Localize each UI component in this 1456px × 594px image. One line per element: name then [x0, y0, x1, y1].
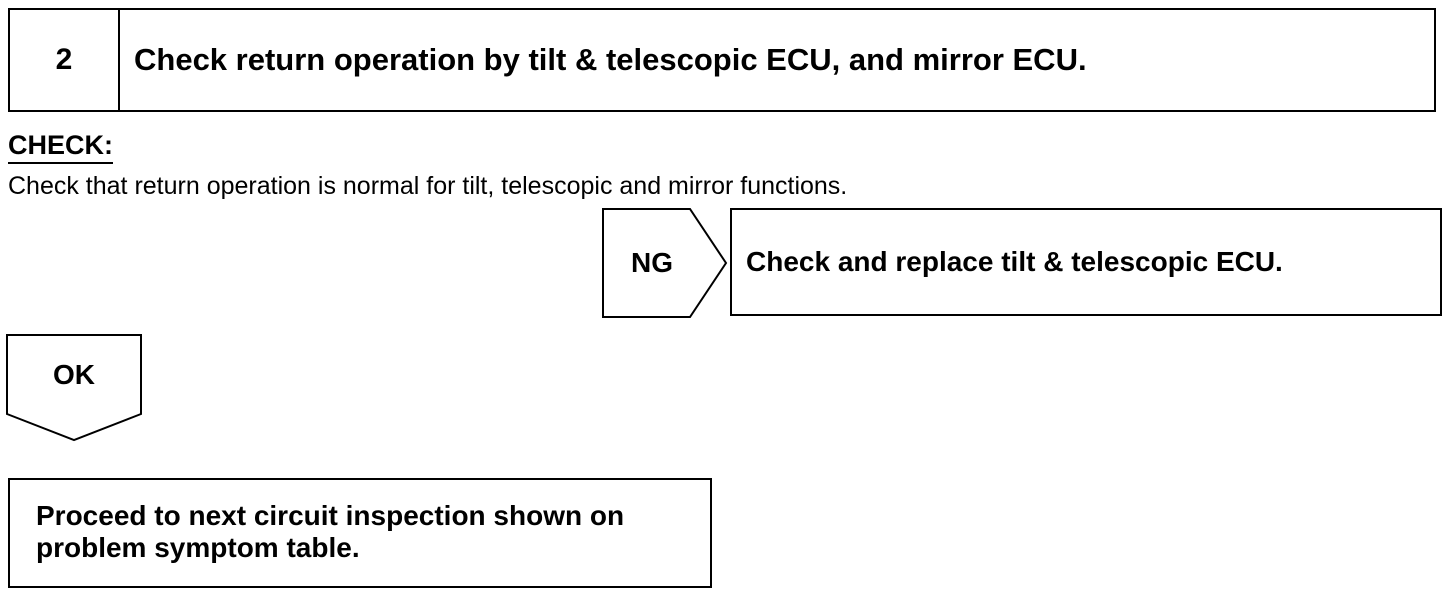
- ng-action-text: Check and replace tilt & telescopic ECU.: [746, 246, 1283, 277]
- ok-arrow-shape: [6, 334, 142, 442]
- ok-label: OK: [53, 359, 95, 390]
- step-header-box: [8, 8, 1436, 112]
- ng-arrow-shape: [602, 208, 728, 318]
- step-header-divider: [118, 8, 120, 112]
- step-number: 2: [55, 43, 73, 76]
- step-title: Check return operation by tilt & telesco…: [134, 42, 1087, 77]
- ng-action-box: [730, 208, 1442, 316]
- result-text: Proceed to next circuit inspection shown…: [36, 500, 625, 563]
- check-instruction: Check that return operation is normal fo…: [8, 172, 848, 200]
- check-label: CHECK:: [8, 128, 113, 164]
- result-box: [8, 478, 712, 588]
- ng-label: NG: [631, 247, 673, 278]
